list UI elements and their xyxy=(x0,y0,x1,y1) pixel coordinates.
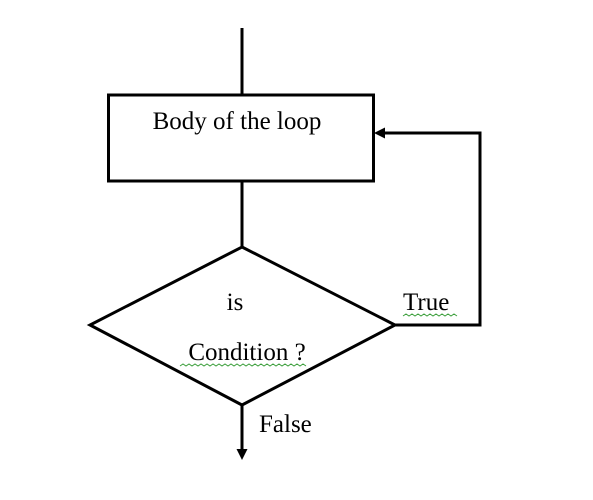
decision-diamond xyxy=(86,245,399,407)
true-branch-arrowhead xyxy=(374,127,385,139)
true-branch-label: True xyxy=(403,289,449,316)
process-box-label: Body of the loop xyxy=(153,108,322,135)
decision-label-line2: Condition ? xyxy=(188,339,305,366)
false-branch-arrowhead xyxy=(236,449,248,460)
decision-label-line1: is xyxy=(227,289,244,316)
decision-label-spellcheck-underline xyxy=(179,363,307,367)
false-branch-label: False xyxy=(259,411,312,438)
true-branch-loop-connector xyxy=(382,131,482,327)
true-branch-label-spellcheck-underline xyxy=(402,313,458,317)
